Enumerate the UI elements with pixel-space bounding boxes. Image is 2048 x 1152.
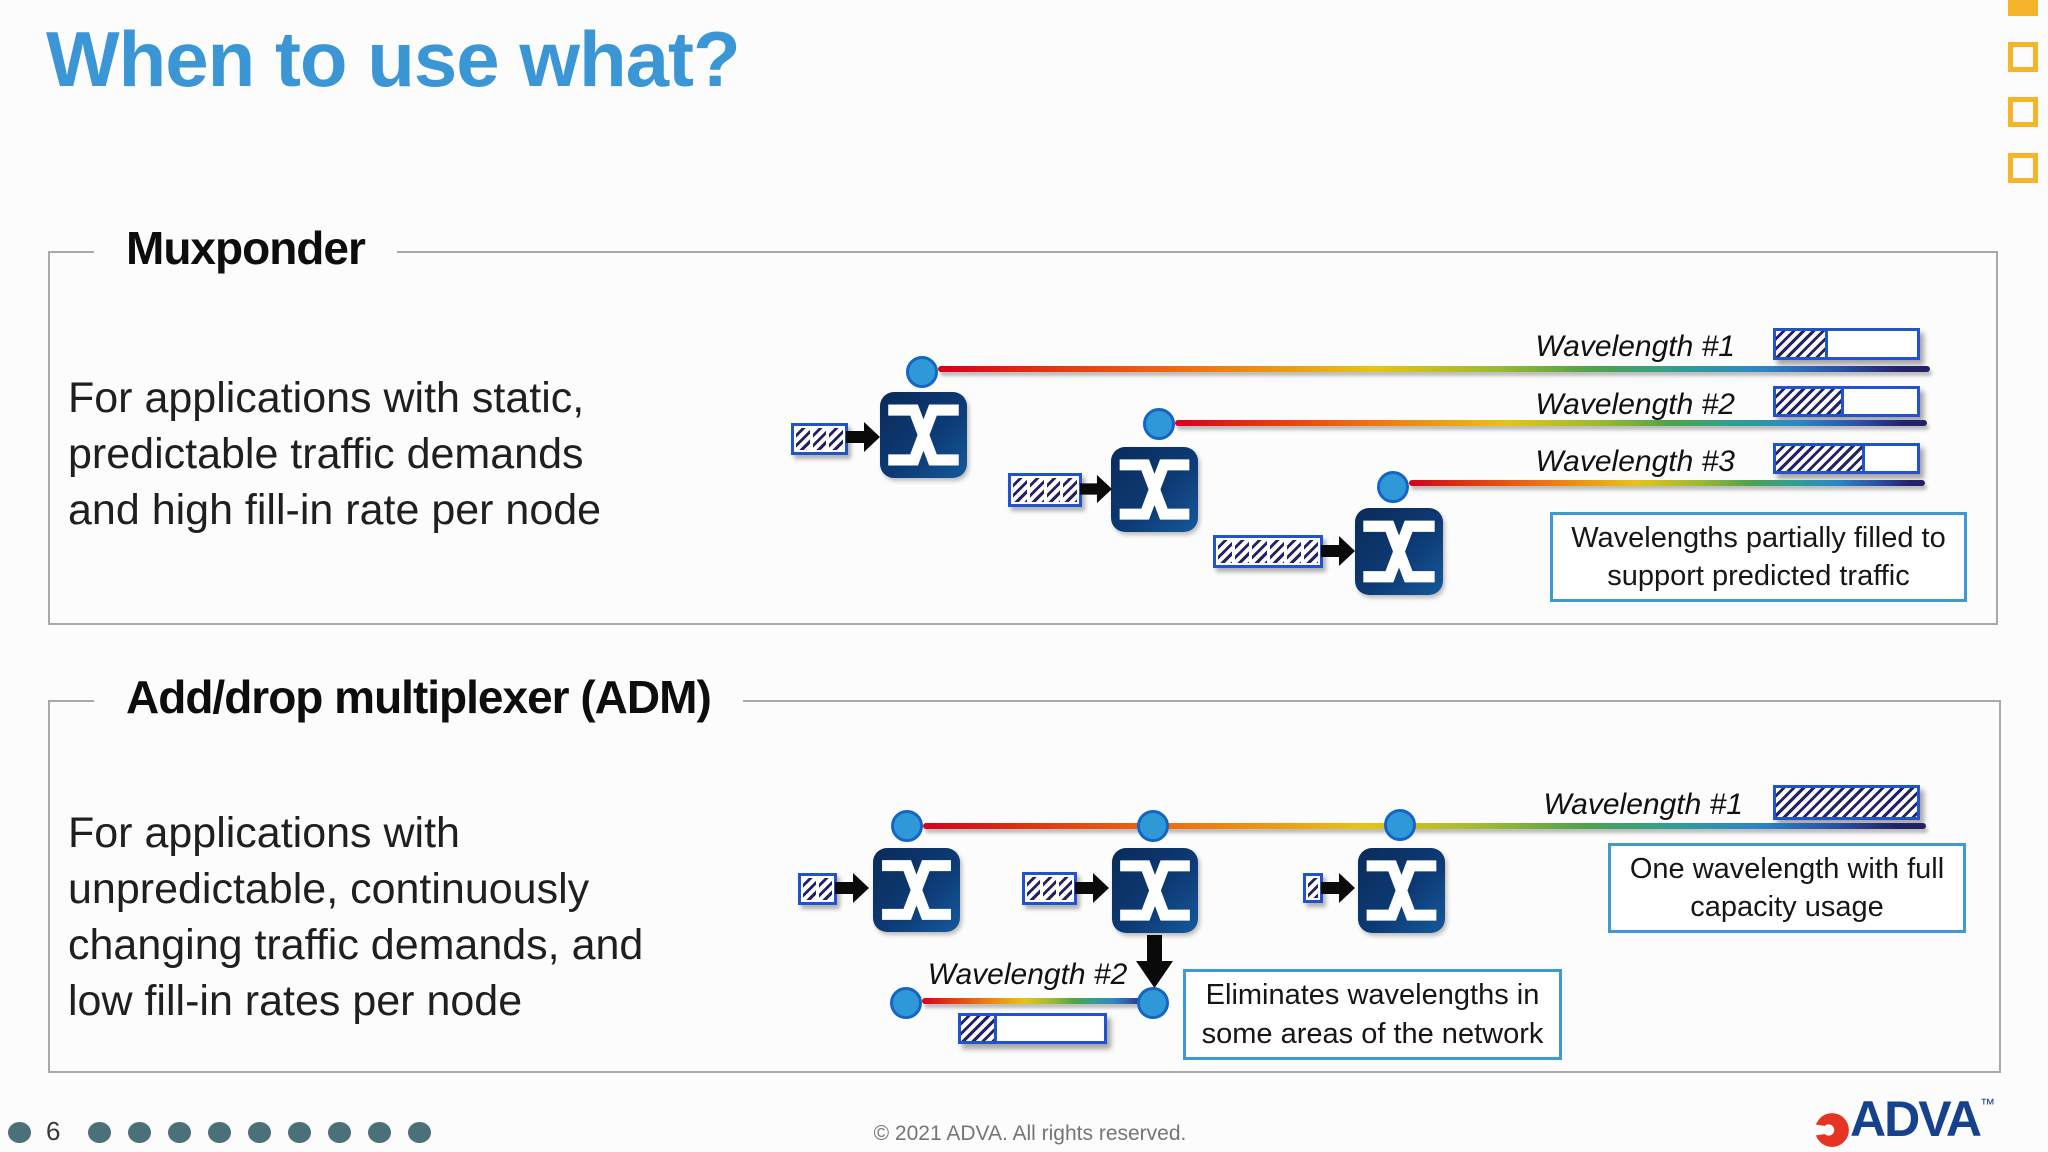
optical-switch-icon: [1355, 508, 1443, 595]
adm-caption-eliminates: Eliminates wavelengths in some areas of …: [1183, 969, 1562, 1060]
right-arrow-icon: [1080, 474, 1112, 504]
adva-logo-icon: [1814, 1113, 1849, 1147]
right-arrow-icon: [846, 422, 880, 452]
node-circle-icon: [906, 356, 938, 388]
accent-square-icon: [2008, 97, 2038, 127]
adm-description: For applications with unpredictable, con…: [68, 809, 644, 1025]
wavelength-line-2: [1175, 420, 1927, 426]
footer-dot-icon: [208, 1122, 231, 1143]
muxponder-section-label: Muxponder: [94, 221, 397, 275]
wavelength-line-1: [938, 366, 1930, 372]
capacity-bar-wavelength-3: [1773, 443, 1920, 474]
node-circle-icon: [891, 810, 923, 842]
adm-panel: Add/drop multiplexer (ADM): [48, 670, 2001, 1073]
footer-progress-dots: [88, 1122, 431, 1143]
footer-dot-icon: [408, 1122, 431, 1143]
optical-switch-icon: [880, 392, 967, 478]
accent-square-icon: [2008, 42, 2038, 72]
adm-wavelength-2-label: Wavelength #2: [927, 958, 1128, 991]
trademark-symbol: ™: [1979, 1096, 1995, 1113]
wavelength-1-label: Wavelength #1: [1535, 330, 1735, 363]
wavelength-line-3: [1409, 480, 1925, 486]
capacity-bar-wavelength-2: [958, 1013, 1107, 1044]
page-title: When to use what?: [46, 15, 741, 103]
wavelength-2-label: Wavelength #2: [1535, 388, 1735, 421]
adm-wavelength-line-1: [923, 823, 1926, 829]
optical-switch-icon: [873, 848, 960, 932]
footer-dot-icon: [248, 1122, 271, 1143]
footer-dot-icon: [128, 1122, 151, 1143]
adva-logo: ADVA ™: [1814, 1094, 1995, 1148]
node-circle-icon: [1377, 471, 1409, 503]
node-circle-icon: [1137, 810, 1169, 842]
optical-switch-icon: [1112, 848, 1198, 933]
node-circle-icon: [1384, 809, 1416, 841]
adm-section-label: Add/drop multiplexer (ADM): [94, 670, 743, 724]
right-arrow-icon: [835, 872, 869, 904]
optical-switch-icon: [1358, 848, 1445, 933]
traffic-block: [1303, 873, 1323, 903]
node-circle-icon: [890, 987, 922, 1019]
capacity-bar-wavelength-2: [1773, 386, 1920, 417]
footer-dot-icon: [368, 1122, 391, 1143]
footer-dot-icon: [88, 1122, 111, 1143]
right-arrow-icon: [1321, 536, 1355, 566]
traffic-block: [791, 423, 848, 455]
node-circle-icon: [1143, 408, 1175, 440]
muxponder-panel: Muxponder: [48, 221, 1998, 625]
capacity-bar-wavelength-1: [1773, 328, 1920, 360]
traffic-block: [798, 873, 837, 905]
traffic-block: [1022, 872, 1077, 905]
footer-dot-icon: [288, 1122, 311, 1143]
footer-dot-icon: [168, 1122, 191, 1143]
muxponder-caption-box: Wavelengths partially filled to support …: [1550, 512, 1967, 602]
muxponder-description: For applications with static, predictabl…: [68, 374, 602, 534]
adva-logo-text: ADVA: [1850, 1091, 1982, 1147]
adm-caption-full-capacity: One wavelength with full capacity usage: [1608, 843, 1966, 933]
accent-square-icon: [2008, 153, 2038, 183]
capacity-bar-full: [1773, 785, 1920, 820]
accent-square-filled-icon: [2008, 0, 2038, 16]
footer-dot-icon: [328, 1122, 351, 1143]
copyright-text: © 2021 ADVA. All rights reserved.: [873, 1122, 1187, 1145]
right-arrow-icon: [1075, 872, 1109, 904]
right-arrow-icon: [1321, 872, 1355, 904]
wavelength-3-label: Wavelength #3: [1535, 445, 1735, 478]
traffic-block: [1213, 535, 1323, 568]
adm-wavelength-1-label: Wavelength #1: [1543, 788, 1743, 821]
optical-switch-icon: [1111, 447, 1198, 532]
page-number: 6: [46, 1116, 61, 1146]
footer-dot-icon: [8, 1122, 31, 1143]
adm-wavelength-line-2: [922, 998, 1154, 1004]
down-arrow-icon: [1136, 935, 1173, 988]
node-circle-icon: [1137, 987, 1169, 1019]
traffic-block: [1008, 473, 1082, 507]
